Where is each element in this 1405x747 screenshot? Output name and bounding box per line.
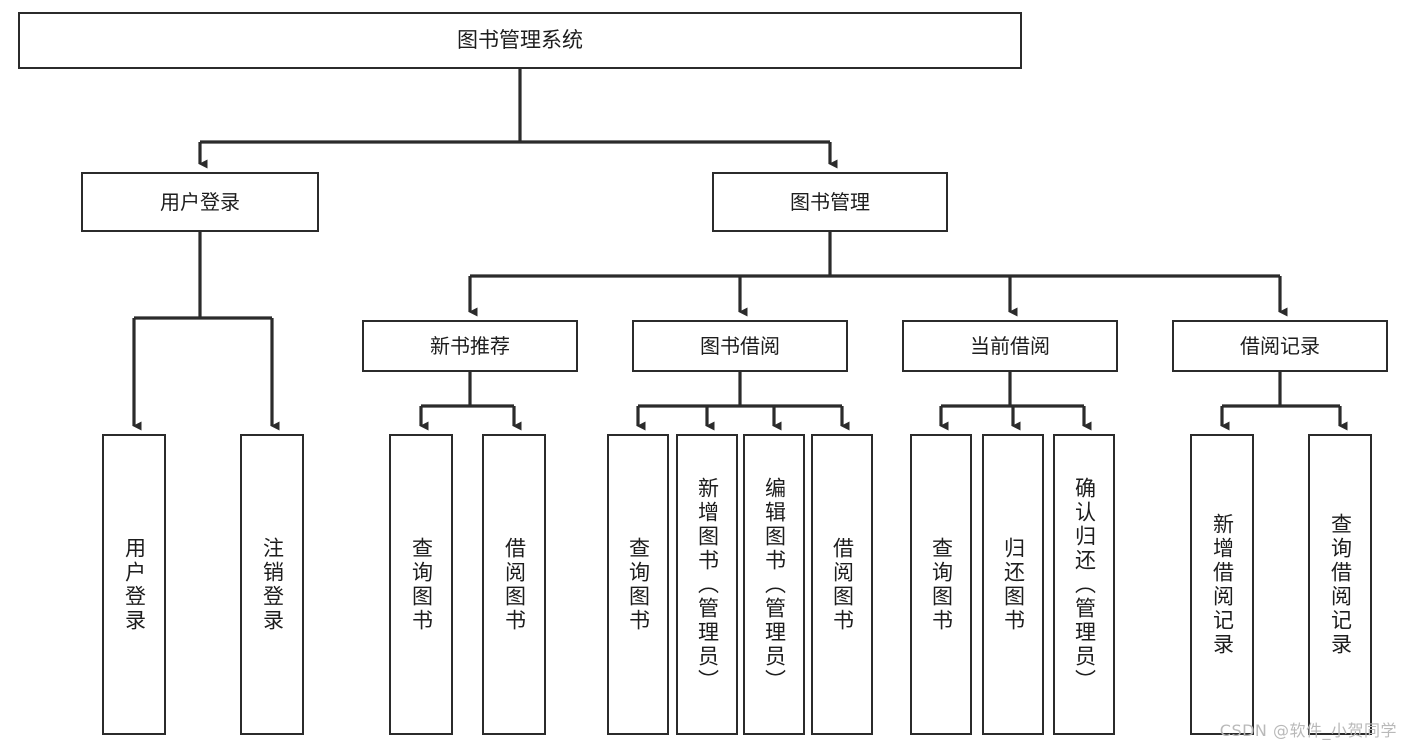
node-root-label: 图书管理系统: [457, 28, 583, 53]
leaf-edit-book-label: 编辑图书（管理员）: [762, 476, 787, 693]
leaf-borrow-book-2[interactable]: 借阅图书: [811, 434, 873, 735]
leaf-add-record[interactable]: 新增借阅记录: [1190, 434, 1254, 735]
node-current-borrow-label: 当前借阅: [970, 333, 1050, 358]
node-new-book-rec-label: 新书推荐: [430, 333, 510, 358]
node-root[interactable]: 图书管理系统: [18, 12, 1022, 69]
leaf-confirm-return[interactable]: 确认归还（管理员）: [1053, 434, 1115, 735]
node-book-borrow-label: 图书借阅: [700, 333, 780, 358]
leaf-query-book-1-label: 查询图书: [409, 536, 434, 633]
node-borrow-record[interactable]: 借阅记录: [1172, 320, 1388, 372]
leaf-borrow-book-1-label: 借阅图书: [502, 536, 527, 633]
node-user-login[interactable]: 用户登录: [81, 172, 319, 232]
leaf-logout-label: 注销登录: [260, 536, 285, 633]
leaf-user-login-label: 用户登录: [122, 536, 147, 633]
leaf-add-record-label: 新增借阅记录: [1210, 512, 1235, 657]
leaf-return-book[interactable]: 归还图书: [982, 434, 1044, 735]
leaf-query-book-3-label: 查询图书: [929, 536, 954, 633]
watermark: CSDN @软件_小贺同学: [1219, 721, 1397, 740]
node-book-borrow[interactable]: 图书借阅: [632, 320, 848, 372]
leaf-query-book-3[interactable]: 查询图书: [910, 434, 972, 735]
node-user-login-label: 用户登录: [160, 189, 240, 214]
node-book-manage-label: 图书管理: [790, 189, 870, 214]
node-new-book-rec[interactable]: 新书推荐: [362, 320, 578, 372]
node-current-borrow[interactable]: 当前借阅: [902, 320, 1118, 372]
leaf-edit-book[interactable]: 编辑图书（管理员）: [743, 434, 805, 735]
leaf-borrow-book-2-label: 借阅图书: [830, 536, 855, 633]
leaf-query-book-2[interactable]: 查询图书: [607, 434, 669, 735]
leaf-query-record-label: 查询借阅记录: [1328, 512, 1353, 657]
leaf-return-book-label: 归还图书: [1001, 536, 1026, 633]
node-book-manage[interactable]: 图书管理: [712, 172, 948, 232]
leaf-query-record[interactable]: 查询借阅记录: [1308, 434, 1372, 735]
leaf-add-book-label: 新增图书（管理员）: [695, 476, 720, 693]
leaf-user-login[interactable]: 用户登录: [102, 434, 166, 735]
leaf-borrow-book-1[interactable]: 借阅图书: [482, 434, 546, 735]
node-borrow-record-label: 借阅记录: [1240, 333, 1320, 358]
leaf-confirm-return-label: 确认归还（管理员）: [1072, 476, 1097, 693]
leaf-add-book[interactable]: 新增图书（管理员）: [676, 434, 738, 735]
leaf-logout[interactable]: 注销登录: [240, 434, 304, 735]
leaf-query-book-1[interactable]: 查询图书: [389, 434, 453, 735]
leaf-query-book-2-label: 查询图书: [626, 536, 651, 633]
